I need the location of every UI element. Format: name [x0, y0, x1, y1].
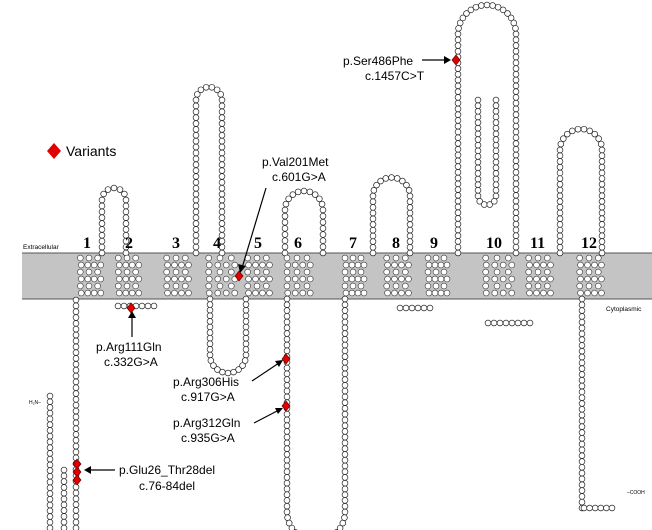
legend-diamond-icon	[47, 143, 61, 159]
helix-number-2: 2	[125, 235, 133, 252]
variant-annotation-ser486phe: p.Ser486Phe c.1457C>T	[343, 54, 451, 83]
helix-number-4: 4	[213, 235, 221, 252]
variant-protein-label: p.Arg312Gln	[173, 416, 240, 430]
arrowhead-icon	[128, 311, 136, 318]
legend: Variants	[47, 143, 116, 159]
variant-annotation-arg306his: p.Arg306His c.917G>A	[173, 360, 283, 404]
variant-protein-label: p.Glu26_Thr28del	[119, 463, 215, 477]
helix-number-6: 6	[294, 235, 302, 252]
variant-markers	[72, 54, 461, 486]
variant-protein-label: p.Arg306His	[173, 375, 239, 389]
arrowhead-icon	[84, 466, 91, 474]
c-terminus-label: –COOH	[627, 490, 645, 496]
variant-cdna-label: c.935G>A	[181, 431, 235, 445]
helix-number-3: 3	[172, 235, 180, 252]
helix-number-1: 1	[83, 235, 91, 252]
variant-cdna-label: c.1457C>T	[365, 69, 425, 83]
transmembrane-helices	[77, 254, 605, 297]
variant-annotation-arg111gln: p.Arg111Gln c.332G>A	[96, 311, 162, 369]
variant-cdna-label: c.332G>A	[104, 355, 158, 369]
legend-label: Variants	[66, 143, 116, 159]
residue-chain	[46, 1, 616, 530]
helix-number-9: 9	[430, 235, 438, 252]
helix-number-10: 10	[486, 235, 502, 252]
helix-number-5: 5	[254, 235, 262, 252]
arrowhead-icon	[275, 360, 283, 367]
helix-number-11: 11	[530, 235, 545, 252]
variant-protein-label: p.Arg111Gln	[96, 340, 162, 354]
variant-protein-label: p.Val201Met	[262, 155, 329, 169]
helix-number-7: 7	[349, 235, 357, 252]
arrowhead-icon	[238, 264, 246, 273]
variant-cdna-label: c.917G>A	[181, 390, 235, 404]
n-terminus-label: H₂N–	[29, 400, 41, 406]
helix-numbers: 1 2 3 4 5 6 7 8 9 10 11 12	[83, 235, 597, 252]
extracellular-label: Extracellular	[23, 244, 60, 251]
variant-annotation-val201met: p.Val201Met c.601G>A	[238, 155, 329, 273]
variant-cdna-label: c.601G>A	[272, 170, 326, 184]
variant-cdna-label: c.76-84del	[139, 479, 195, 493]
variant-arrow	[253, 409, 280, 424]
variant-protein-label: p.Ser486Phe	[343, 54, 413, 68]
variant-arrow	[241, 187, 267, 269]
helix-number-8: 8	[392, 235, 400, 252]
cytoplasmic-label: Cytoplasmic	[606, 306, 642, 313]
arrowhead-icon	[275, 408, 283, 414]
variant-arrow	[251, 362, 280, 382]
variant-annotation-glu26-thr28del: p.Glu26_Thr28del c.76-84del	[84, 463, 215, 493]
helix-number-12: 12	[581, 235, 597, 252]
arrowhead-icon	[444, 56, 451, 64]
variant-annotation-arg312gln: p.Arg312Gln c.935G>A	[173, 408, 283, 445]
